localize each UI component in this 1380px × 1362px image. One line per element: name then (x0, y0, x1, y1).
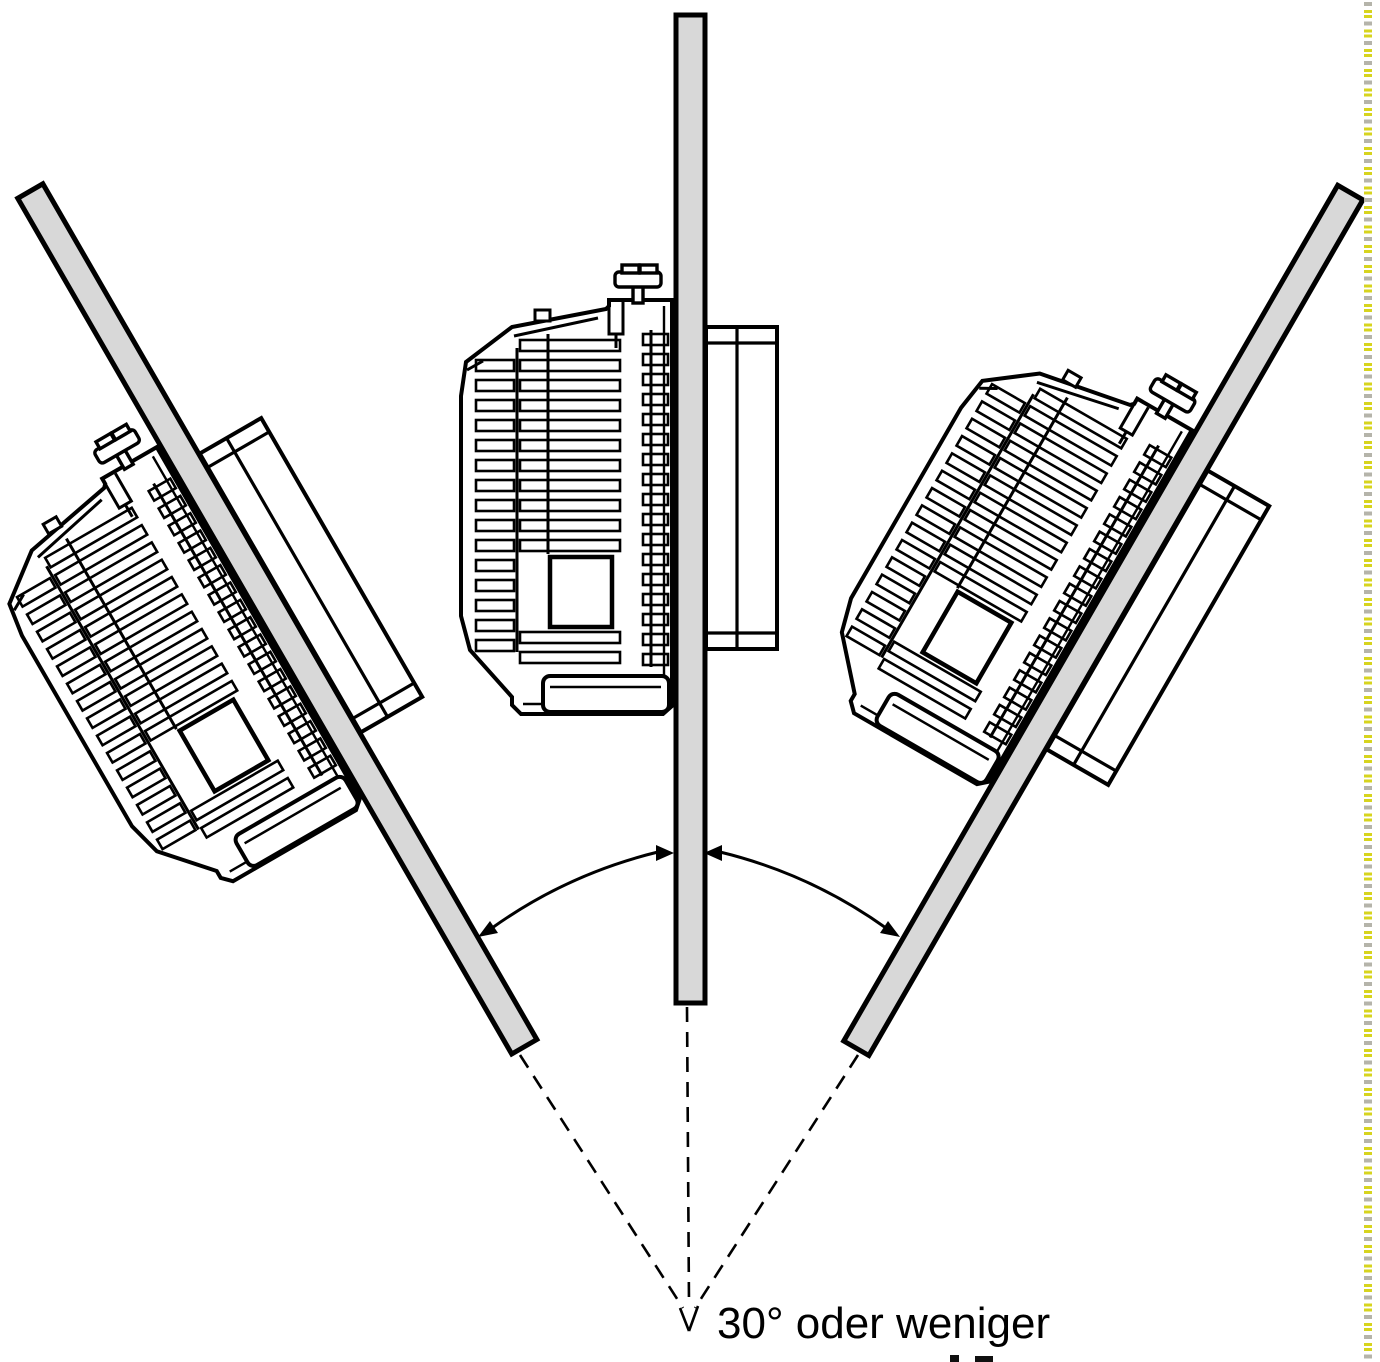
angle-label: 30° oder weniger (717, 1299, 1050, 1348)
projection-lines (518, 1006, 860, 1309)
page-edge-marks (1364, 2, 1372, 1360)
projection-line-left (518, 1054, 685, 1309)
cutoff-text-fragment (975, 1356, 993, 1362)
arc-right-tilt-arrowhead (880, 921, 900, 937)
projection-line-center (685, 1006, 691, 1306)
angle-vertex-arrow-icon (678, 1305, 700, 1332)
tilt-arc-left (491, 850, 659, 930)
cutoff-text-fragment (950, 1355, 959, 1362)
arc-left-tilt-arrowhead (478, 921, 498, 937)
arc-left-panel-arrowhead (656, 845, 674, 861)
projection-line-right (693, 1054, 860, 1309)
arc-right-panel-arrowhead (704, 845, 722, 861)
tilt-arc-right (719, 850, 887, 930)
